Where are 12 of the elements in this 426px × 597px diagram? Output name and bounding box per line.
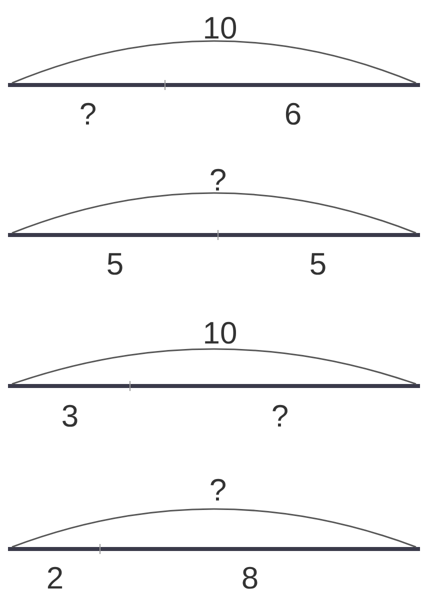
part-label: 3 <box>61 400 79 432</box>
part-label: ? <box>271 400 289 432</box>
part-label: 8 <box>241 562 259 594</box>
part-label: 6 <box>284 98 302 130</box>
total-label: ? <box>209 164 227 196</box>
total-label: ? <box>209 474 227 506</box>
part-label: 2 <box>46 562 64 594</box>
part-label: ? <box>79 98 97 130</box>
total-label: 10 <box>202 12 238 44</box>
total-label: 10 <box>202 318 238 348</box>
part-label: 5 <box>309 248 327 280</box>
part-label: 5 <box>106 248 124 280</box>
